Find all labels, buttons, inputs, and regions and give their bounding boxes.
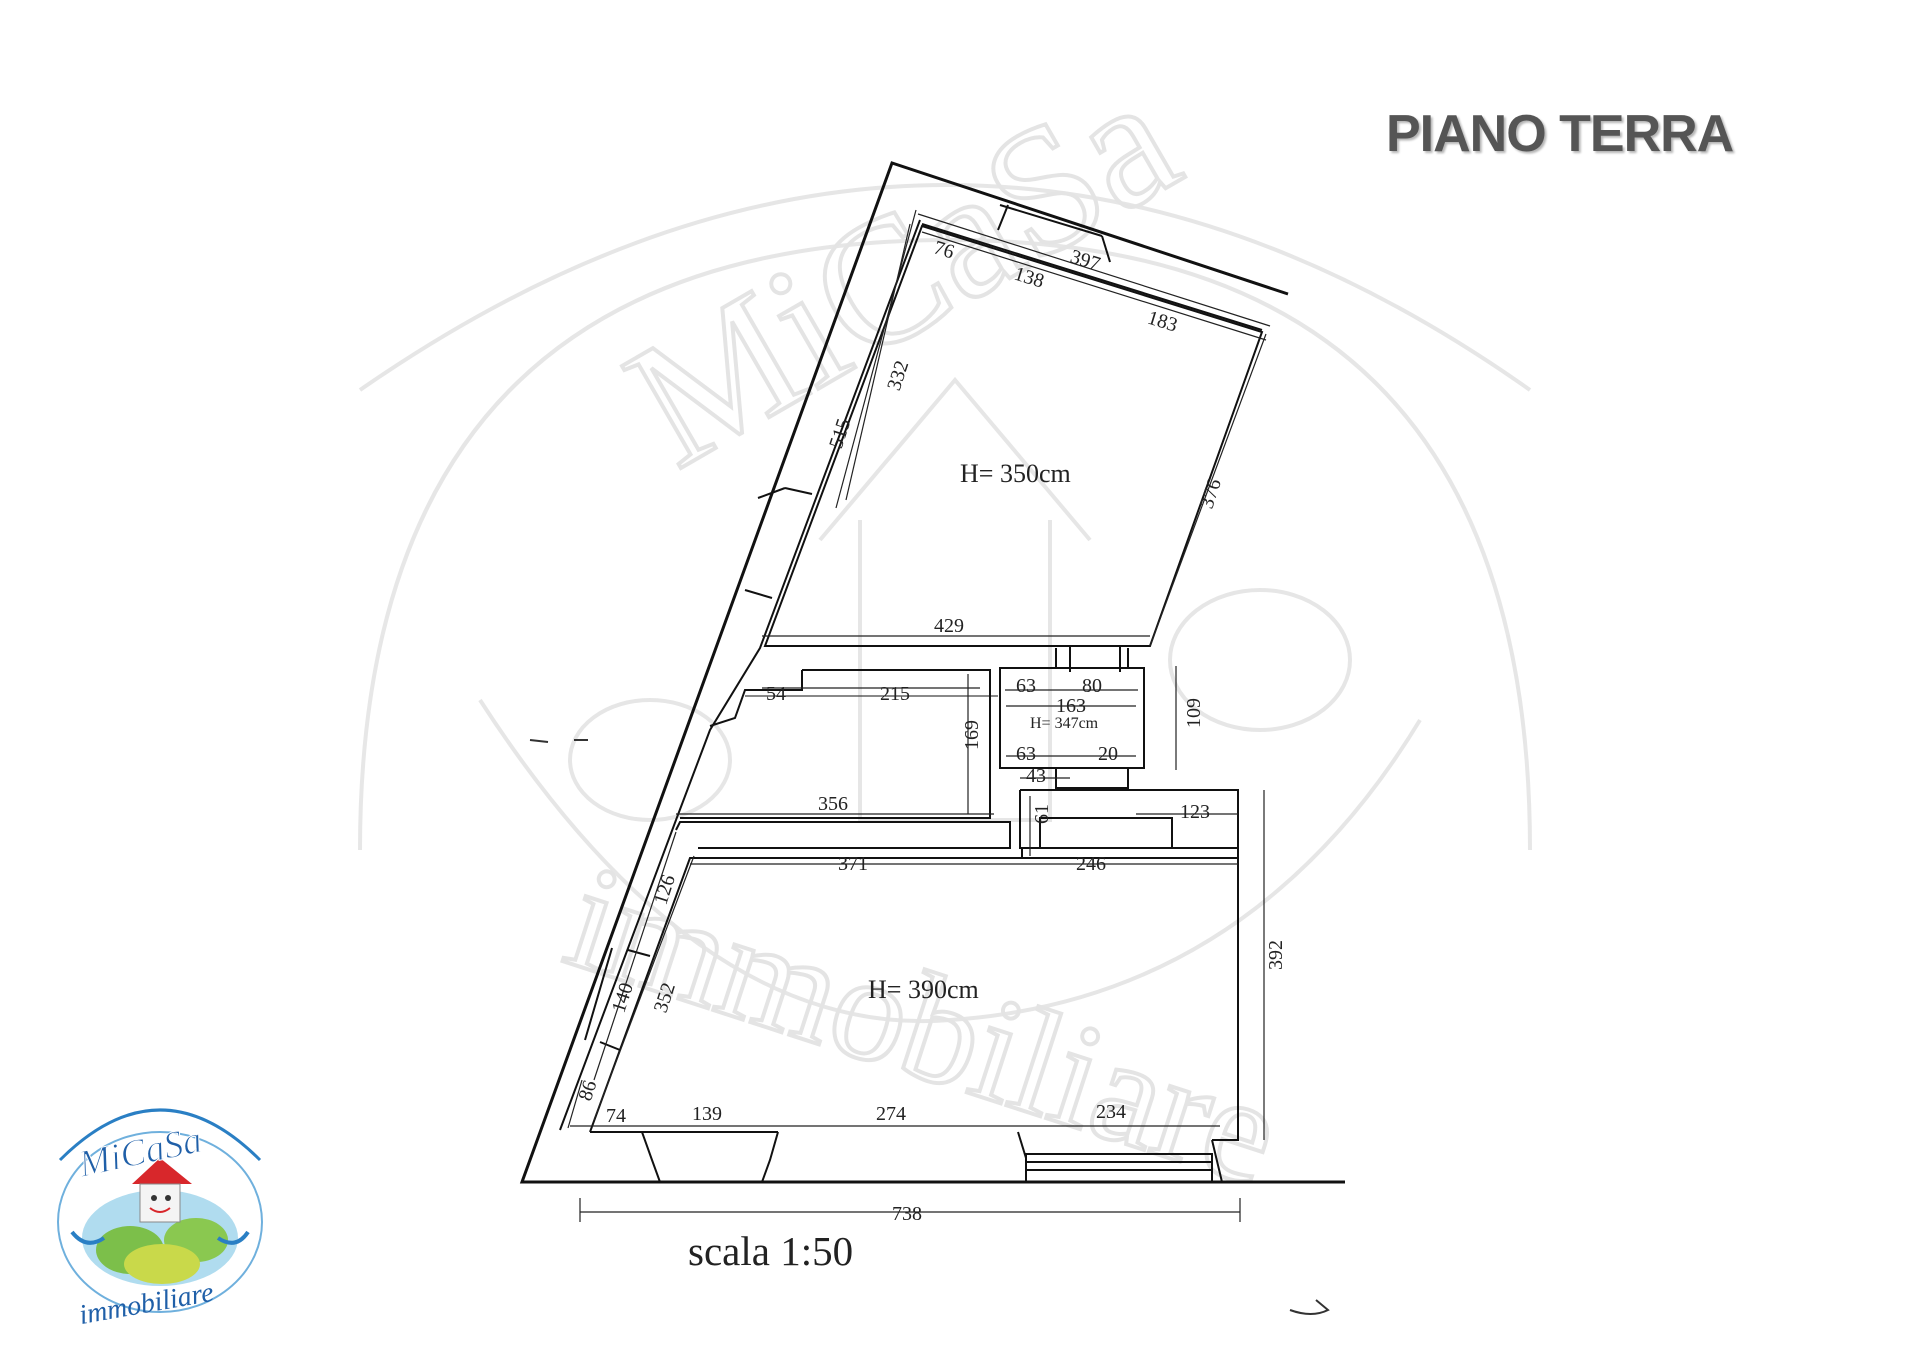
dim-61: 61 <box>1031 804 1053 824</box>
middle-rooms <box>675 648 1239 849</box>
micasa-logo: MiCaSa immobiliare <box>57 1108 263 1331</box>
dim-392: 392 <box>1265 940 1287 970</box>
dim-80: 80 <box>1082 675 1102 697</box>
dim-356: 356 <box>818 793 848 815</box>
dim-123: 123 <box>1180 801 1210 823</box>
dim-246: 246 <box>1076 853 1106 875</box>
scale-label: scala 1:50 <box>688 1228 854 1274</box>
stray-marks <box>529 739 1330 1315</box>
lower-room <box>584 790 1239 1183</box>
logo-brand: MiCaSa <box>74 1119 206 1186</box>
dim-109: 109 <box>1183 698 1205 728</box>
dimension-lines <box>567 209 1271 1222</box>
room-labels: H= 350cm H= 347cm H= 390cm <box>868 459 1099 1004</box>
dim-429: 429 <box>934 615 964 637</box>
dim-163: 163 <box>1056 695 1086 717</box>
dim-20: 20 <box>1098 743 1118 765</box>
page-title: PIANO TERRA <box>1386 105 1734 163</box>
dim-63a: 63 <box>1016 675 1036 697</box>
dim-738: 738 <box>892 1203 922 1225</box>
dim-74: 74 <box>606 1105 626 1127</box>
dim-274: 274 <box>876 1103 906 1125</box>
dim-371: 371 <box>838 853 868 875</box>
middle-room-height: H= 347cm <box>1030 715 1099 732</box>
dim-234: 234 <box>1096 1101 1126 1123</box>
dim-86: 86 <box>574 1078 601 1104</box>
dim-169: 169 <box>961 720 983 750</box>
dim-215: 215 <box>880 683 910 705</box>
dim-139: 139 <box>692 1103 722 1125</box>
lower-room-height: H= 390cm <box>868 975 979 1004</box>
dim-54: 54 <box>766 683 786 705</box>
upper-room-height: H= 350cm <box>960 459 1071 488</box>
dim-43: 43 <box>1026 765 1046 787</box>
exterior-walls <box>519 161 1345 1184</box>
dim-376: 376 <box>1196 476 1226 511</box>
dim-63b: 63 <box>1016 743 1036 765</box>
